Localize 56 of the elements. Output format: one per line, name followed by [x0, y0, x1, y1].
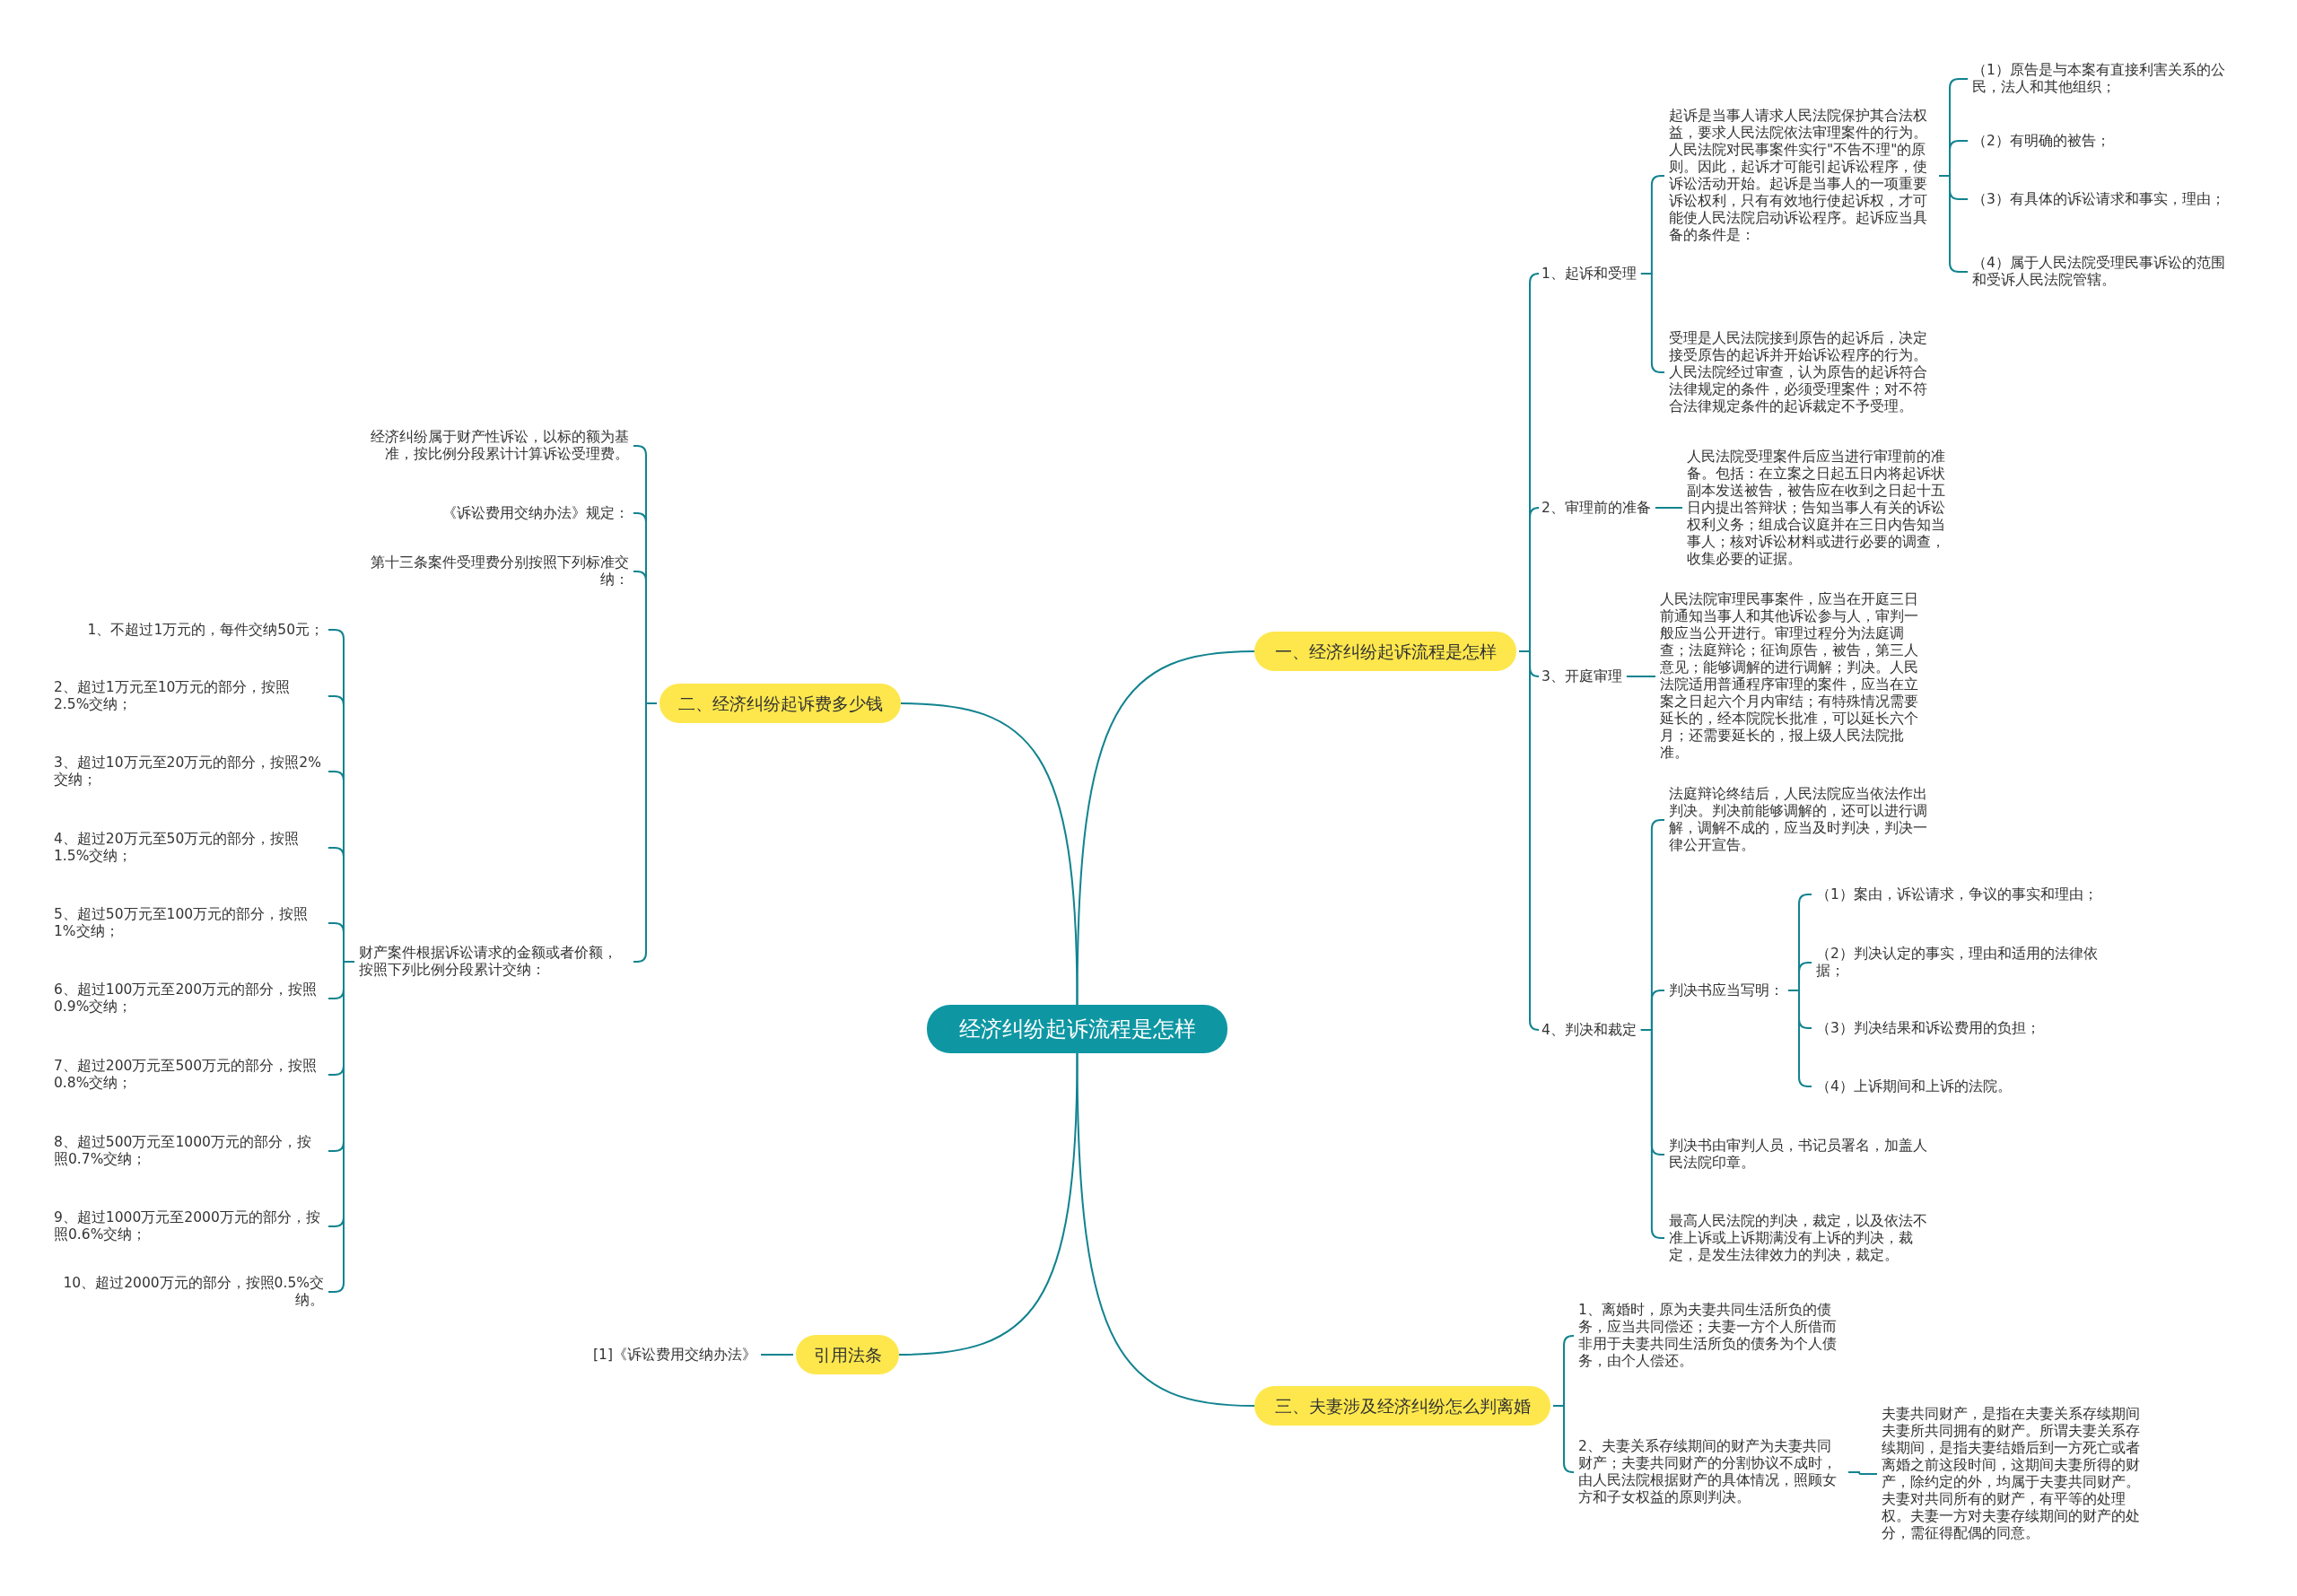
topic-text: 4、超过20万元至50万元的部分，按照1.5%交纳；: [52, 830, 326, 866]
topic-text: 《诉讼费用交纳办法》规定：: [441, 503, 631, 523]
topic-text: 6、超过100万元至200万元的部分，按照0.9%交纳；: [52, 981, 326, 1016]
topic-text: （3）判决结果和诉讼费用的负担；: [1814, 1018, 2042, 1038]
topic-text: 第十三条案件受理费分别按照下列标准交纳：: [357, 554, 631, 589]
branch-topic: 一、经济纠纷起诉流程是怎样: [1254, 632, 1516, 671]
topic-text: （2）有明确的被告；: [1970, 131, 2112, 151]
topic-text: [1]《诉讼费用交纳办法》: [591, 1345, 758, 1365]
topic-text: 7、超过200万元至500万元的部分，按照0.8%交纳；: [52, 1057, 326, 1093]
topic-text: 判决书应当写明：: [1667, 981, 1786, 1000]
connector-line: [1518, 650, 1540, 1031]
topic-text: 4、判决和裁定: [1540, 1020, 1638, 1040]
central-topic: 经济纠纷起诉流程是怎样: [927, 1005, 1227, 1053]
topic-text: 3、超过10万元至20万元的部分，按照2%交纳；: [52, 754, 326, 789]
topic-text: （1）原告是与本案有直接利害关系的公民，法人和其他组织；: [1970, 61, 2240, 97]
topic-text: （3）有具体的诉讼请求和事实，理由；: [1970, 189, 2227, 209]
connector-line: [1639, 273, 1665, 373]
branch-topic: 引用法条: [796, 1335, 899, 1374]
topic-text: 人民法院审理民事案件，应当在开庭三日前通知当事人和其他诉讼参与人，审判一般应当公开进行。审理过程分为法庭调查；法庭辩论；征询原告，被告，第三人意见；能够调解的进行调解；判决。人民法院适用普通程序审理的案件，应当在立案之日起六个月内审结；有特殊情况需要延长的，经本院院长批准，可以延长六个月；还需要延长的，报上级人民法院批准。: [1658, 590, 1927, 763]
connector-line: [900, 702, 1079, 1006]
topic-text: 财产案件根据诉讼请求的金额或者价额，按照下列比例分段累计交纳：: [357, 944, 631, 980]
topic-text: 起诉是当事人请求人民法院保护其合法权益，要求人民法院依法审理案件的行为。人民法院对民事案件实行"不告不理"的原则。因此，起诉才可能引起诉讼程序，使诉讼活动开始。起诉是当事人的一项重要诉讼权利，只有有效地行使起诉权，才可能使人民法院启动诉讼程序。起诉应当具备的条件是：: [1667, 107, 1936, 245]
connector-line: [1625, 676, 1656, 677]
connector-line: [1076, 1052, 1255, 1407]
topic-text: 1、不超过1万元的，每件交纳50元；: [85, 620, 326, 640]
topic-text: 法庭辩论终结后，人民法院应当依法作出判决。判决前能够调解的，还可以进行调解，调解不成的，应当及时判决，判决一律公开宣告。: [1667, 785, 1936, 855]
connector-line: [1552, 1405, 1575, 1473]
topic-text: 1、离婚时，原为夫妻共同生活所负的债务，应当共同偿还；夫妻一方个人所借而非用于夫妻共同生活所负的债务为个人债务，由个人偿还。: [1576, 1301, 1846, 1371]
branch-topic: 二、经济纠纷起诉费多少钱: [659, 684, 901, 723]
topic-text: 9、超过1000万元至2000万元的部分，按照0.6%交纳；: [52, 1208, 326, 1244]
topic-text: 人民法院受理案件后应当进行审理前的准备。包括：在立案之日起五日内将起诉状副本发送被告，被告应在收到之日起十五日内提出答辩状；告知当事人有关的诉讼权利义务；组成合议庭并在三日内告知当事人；核对诉讼材料或进行必要的调查，收集必要的证据。: [1685, 447, 1954, 569]
connector-line: [1654, 507, 1683, 509]
topic-text: 1、起诉和受理: [1540, 264, 1638, 283]
topic-text: 最高人民法院的判决，裁定，以及依法不准上诉或上诉期满没有上诉的判决，裁定，是发生法律效力的判决，裁定。: [1667, 1211, 1936, 1265]
connector-line: [633, 702, 658, 963]
topic-text: 夫妻共同财产，是指在夫妻关系存续期间夫妻所共同拥有的财产。所谓夫妻关系存续期间，是指夫妻结婚后到一方死亡或者离婚之前这段时间，这期间夫妻所得的财产，除约定的外，均属于夫妻共同财产。夫妻对共同所有的财产，有平等的处理权。夫妻一方对夫妻存续期间的财产的处分，需征得配偶的同意。: [1880, 1405, 2149, 1543]
connector-line: [898, 1052, 1079, 1356]
topic-text: （2）判决认定的事实，理由和适用的法律依据；: [1814, 945, 2119, 981]
topic-text: 3、开庭审理: [1540, 667, 1624, 686]
topic-text: 判决书由审判人员，书记员署名，加盖人民法院印章。: [1667, 1137, 1936, 1173]
topic-text: 受理是人民法院接到原告的起诉后，决定接受原告的起诉并开始诉讼程序的行为。人民法院经过审查，认为原告的起诉符合法律规定的条件，必须受理案件；对不符合法律规定条件的起诉裁定不予受理。: [1667, 328, 1936, 416]
topic-text: （4）属于人民法院受理民事诉讼的范围和受诉人民法院管辖。: [1970, 254, 2240, 290]
connector-line: [1787, 990, 1812, 1087]
connector-line: [1639, 1029, 1665, 1239]
topic-text: （1）案由，诉讼请求，争议的事实和理由；: [1814, 885, 2100, 904]
topic-text: 5、超过50万元至100万元的部分，按照1%交纳；: [52, 905, 326, 941]
topic-text: 10、超过2000万元的部分，按照0.5%交纳。: [52, 1274, 326, 1310]
connector-line: [1847, 1471, 1878, 1475]
topic-text: （4）上诉期间和上诉的法院。: [1814, 1077, 2013, 1096]
connector-line: [760, 1354, 794, 1356]
topic-text: 2、夫妻关系存续期间的财产为夫妻共同财产；夫妻共同财产的分割协议不成时，由人民法院根据财产的具体情况，照顾女方和子女权益的原则判决。: [1576, 1437, 1846, 1507]
topic-text: 2、审理前的准备: [1540, 498, 1653, 518]
topic-text: 2、超过1万元至10万元的部分，按照2.5%交纳；: [52, 678, 326, 714]
topic-text: 经济纠纷属于财产性诉讼，以标的额为基准，按比例分段累计计算诉讼受理费。: [357, 428, 631, 464]
topic-text: 8、超过500万元至1000万元的部分，按照0.7%交纳；: [52, 1133, 326, 1169]
branch-topic: 三、夫妻涉及经济纠纷怎么判离婚: [1254, 1386, 1550, 1426]
